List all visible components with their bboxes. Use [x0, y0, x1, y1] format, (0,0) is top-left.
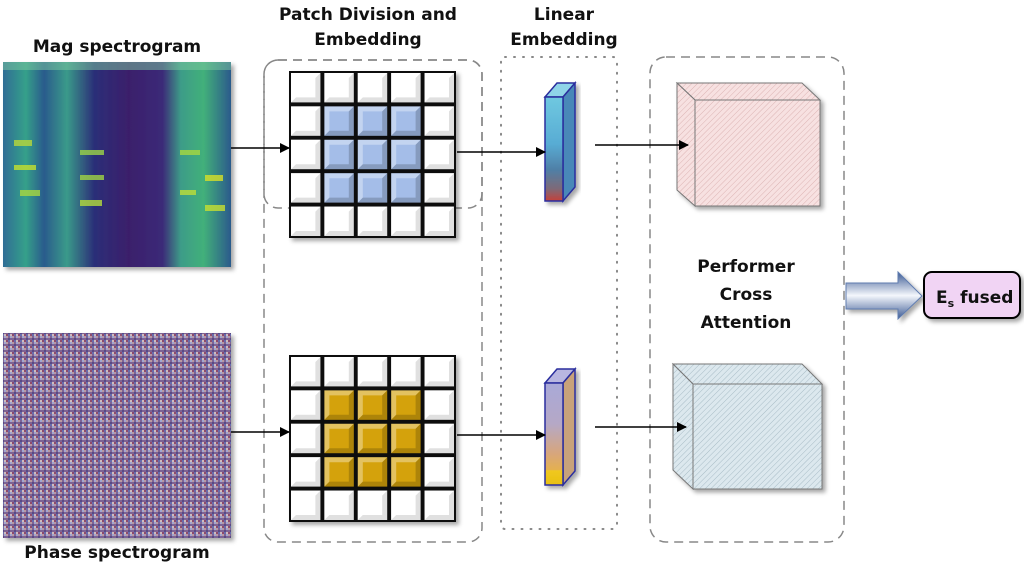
phase-patch	[291, 423, 321, 454]
mag-spectrogram-image	[3, 62, 231, 267]
phase-patch	[291, 390, 321, 420]
phase-patch	[291, 490, 321, 520]
phase-patch-highlighted	[391, 390, 421, 420]
phase-patch	[424, 357, 454, 387]
mag-patch-highlighted	[357, 139, 388, 170]
mag-patch	[324, 206, 354, 236]
mag-patch	[424, 139, 454, 170]
phase-patch	[291, 457, 321, 487]
phase-patch-highlighted	[391, 423, 421, 454]
phase-attention-cube	[671, 362, 824, 491]
mag-patch	[391, 206, 421, 236]
linear-embedding-title-line2: Embedding	[510, 30, 617, 50]
mag-patch-highlighted	[357, 173, 388, 203]
phase-patch	[391, 357, 421, 387]
mag-patch-highlighted	[324, 139, 354, 170]
mag-patch	[357, 73, 388, 103]
phase-patch-grid	[289, 355, 456, 522]
phase-patch-highlighted	[324, 457, 354, 487]
performer-label-line2: Cross	[720, 285, 773, 305]
output-block-arrow-icon	[845, 270, 923, 321]
phase-patch	[357, 357, 388, 387]
phase-patch	[424, 390, 454, 420]
mag-patch-highlighted	[391, 139, 421, 170]
performer-label-line3: Attention	[701, 313, 792, 333]
linear-embedding-title-line1: Linear	[534, 5, 595, 25]
mag-patch	[424, 173, 454, 203]
phase-patch	[324, 490, 354, 520]
mag-patch	[424, 106, 454, 136]
phase-patch	[291, 357, 321, 387]
phase-patch-highlighted	[391, 457, 421, 487]
mag-patch	[291, 206, 321, 236]
linear-embedding-container	[500, 56, 618, 530]
mag-patch	[291, 73, 321, 103]
mag-patch	[291, 173, 321, 203]
patch-division-title-line2: Embedding	[314, 30, 421, 50]
mag-patch	[291, 106, 321, 136]
phase-patch-highlighted	[324, 423, 354, 454]
mag-patch	[291, 139, 321, 170]
phase-patch	[424, 490, 454, 520]
mag-patch	[391, 73, 421, 103]
phase-patch-highlighted	[357, 457, 388, 487]
phase-patch-highlighted	[324, 390, 354, 420]
mag-patch-highlighted	[357, 106, 388, 136]
phase-patch	[324, 357, 354, 387]
mag-spectrogram-label: Mag spectrogram	[33, 37, 201, 57]
phase-patch	[391, 490, 421, 520]
patch-division-container	[263, 59, 483, 543]
mag-patch-highlighted	[324, 106, 354, 136]
mag-patch-highlighted	[391, 106, 421, 136]
mag-patch-highlighted	[391, 173, 421, 203]
mag-token-embedding	[543, 80, 577, 204]
output-es-fused-box	[923, 271, 1021, 319]
mag-patch	[357, 206, 388, 236]
phase-token-embedding	[543, 366, 577, 488]
patch-division-title-line1: Patch Division and	[279, 5, 457, 25]
mag-patch	[424, 73, 454, 103]
performer-label-line1: Performer	[697, 257, 795, 277]
phase-patch	[357, 490, 388, 520]
phase-spectrogram-label: Phase spectrogram	[24, 543, 209, 563]
phase-patch-highlighted	[357, 423, 388, 454]
phase-spectrogram-image	[3, 333, 231, 538]
output-label: Es fused	[936, 288, 1013, 310]
mag-patch	[324, 73, 354, 103]
phase-patch	[424, 423, 454, 454]
flow-arrows	[231, 140, 689, 440]
performer-container	[649, 56, 845, 543]
mag-patch	[424, 206, 454, 236]
phase-patch	[424, 457, 454, 487]
mag-attention-cube	[675, 81, 822, 208]
phase-patch-highlighted	[357, 390, 388, 420]
mag-patch-grid	[289, 71, 456, 238]
mag-patch-highlighted	[324, 173, 354, 203]
